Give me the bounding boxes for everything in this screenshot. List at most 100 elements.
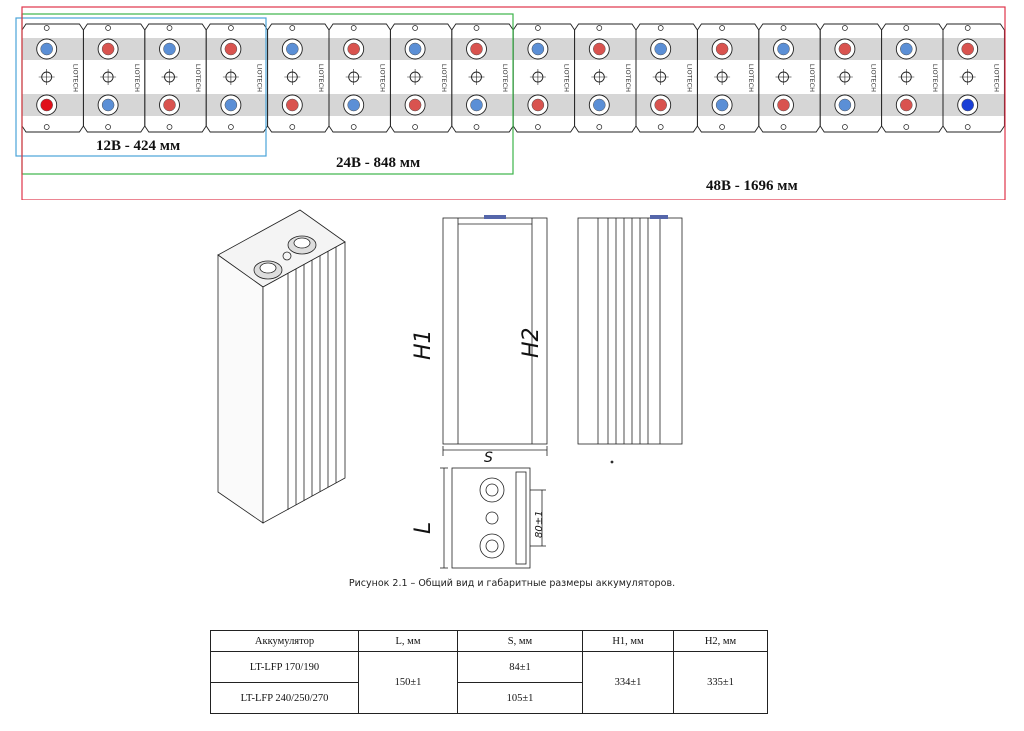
brand-text: LIOTECH [133,64,141,92]
label-pitch: 80±1 [534,511,545,538]
cell-model: LT-LFP 170/190 [210,651,359,683]
table-row: LT-LFP 240/250/270 105±1 [210,682,768,714]
brand-text: LIOTECH [440,64,448,92]
terminal-icon [36,38,58,60]
label-h2: H2 [519,327,544,358]
battery-cell: LIOTECH [696,23,760,133]
vent-icon [775,69,792,85]
label-s: S [484,450,493,466]
battery-cell: LIOTECH [389,23,453,133]
terminal-icon [834,94,856,116]
battery-cells: LIOTECH LIOTECH LIOTECH LIOTECH LIOTECH LIOTE… [21,23,1005,133]
battery-cell: LIOTECH [451,23,514,133]
brand-text: LIOTECH [317,64,325,92]
battery-cell: LIOTECH [21,23,84,133]
top-view: L 80±1 [411,460,614,569]
battery-cell: LIOTECH [267,23,330,133]
terminal-icon [650,38,672,60]
brand-text: LIOTECH [992,64,1000,92]
terminal-icon [711,38,733,60]
terminal-icon [895,38,917,60]
cell-h1: 334±1 [582,651,674,714]
terminal-icon [527,38,549,60]
label-l: L [411,522,436,534]
brand-text: LIOTECH [194,64,202,92]
vent-icon [407,69,424,85]
vent-icon [468,69,485,85]
vent-icon [959,69,976,85]
header-l: L, мм [358,630,458,652]
battery-strip: LIOTECH LIOTECH LIOTECH LIOTECH LIOTECH LIOTE… [15,6,1006,200]
brand-text: LIOTECH [378,64,386,92]
cell-s: 84±1 [457,651,583,683]
terminal-icon [479,533,505,559]
span-label-48v: 48В - 1696 мм [706,178,798,194]
brand-text: LIOTECH [931,64,939,92]
brand-text: LIOTECH [501,64,509,92]
vent-icon [284,69,301,85]
battery-cell: LIOTECH [635,23,698,133]
brand-text: LIOTECH [685,64,693,92]
battery-drawings: H1 H2 S L 80±1 [217,209,683,569]
terminal-icon [711,94,733,116]
terminal-icon [895,94,917,116]
header-h2: H2, мм [673,630,768,652]
vent-icon [836,69,853,85]
span-12v-bracket [15,17,267,157]
vent-icon [282,251,292,261]
spec-table: Аккумулятор L, мм S, мм H1, мм H2, мм LT… [210,630,768,714]
terminal-icon [404,38,426,60]
header-s: S, мм [457,630,583,652]
vent-icon [38,69,55,85]
terminal-icon [281,94,303,116]
span-label-12v: 12В - 424 мм [96,138,181,154]
battery-cell: LIOTECH [144,23,207,133]
battery-cell: LIOTECH [881,23,944,133]
label-h1: H1 [411,329,436,360]
cell-l: 150±1 [358,651,458,714]
terminal-icon [97,38,119,60]
terminal-icon [479,477,505,503]
brand-text: LIOTECH [808,64,816,92]
terminal-icon [588,38,610,60]
terminal-icon [97,94,119,116]
terminal-icon [650,94,672,116]
terminal-icon [159,94,180,116]
terminal-icon [220,94,242,116]
brand-text: LIOTECH [870,64,878,92]
brand-text: LIOTECH [563,64,571,92]
vent-icon [529,69,546,85]
terminal-icon [159,38,180,60]
terminal-icon [404,94,426,116]
battery-cell: LIOTECH [512,23,576,133]
header-h1: H1, мм [582,630,674,652]
terminal-icon [220,38,242,60]
span-label-24v: 24В - 848 мм [336,155,421,171]
side-view [577,215,683,445]
terminal-icon [343,94,365,116]
battery-cell: LIOTECH [819,23,883,133]
brand-text: LIOTECH [256,64,264,92]
brand-text: LIOTECH [747,64,755,92]
vent-icon [222,69,239,85]
vent-icon [898,69,915,85]
vent-icon [714,69,731,85]
terminal-icon [281,38,303,60]
span-48v-bracket [21,6,1006,200]
vent-icon [345,69,362,85]
vent-icon [485,511,499,525]
table-header-row: Аккумулятор L, мм S, мм H1, мм H2, мм [210,630,768,652]
figure-caption: Рисунок 2.1 – Общий вид и габаритные раз… [348,578,676,589]
battery-cell: LIOTECH [205,23,269,133]
vent-icon [652,69,669,85]
battery-cell: LIOTECH [328,23,391,133]
terminal-icon [287,235,317,255]
battery-cell: LIOTECH [574,23,637,133]
brand-text: LIOTECH [624,64,632,92]
battery-cell: LIOTECH [82,23,146,133]
cell-s: 105±1 [457,682,583,714]
terminal-icon [466,38,487,60]
battery-cell: LIOTECH [942,23,1005,133]
vent-icon [591,69,608,85]
front-view: H1 H2 S [411,215,548,466]
